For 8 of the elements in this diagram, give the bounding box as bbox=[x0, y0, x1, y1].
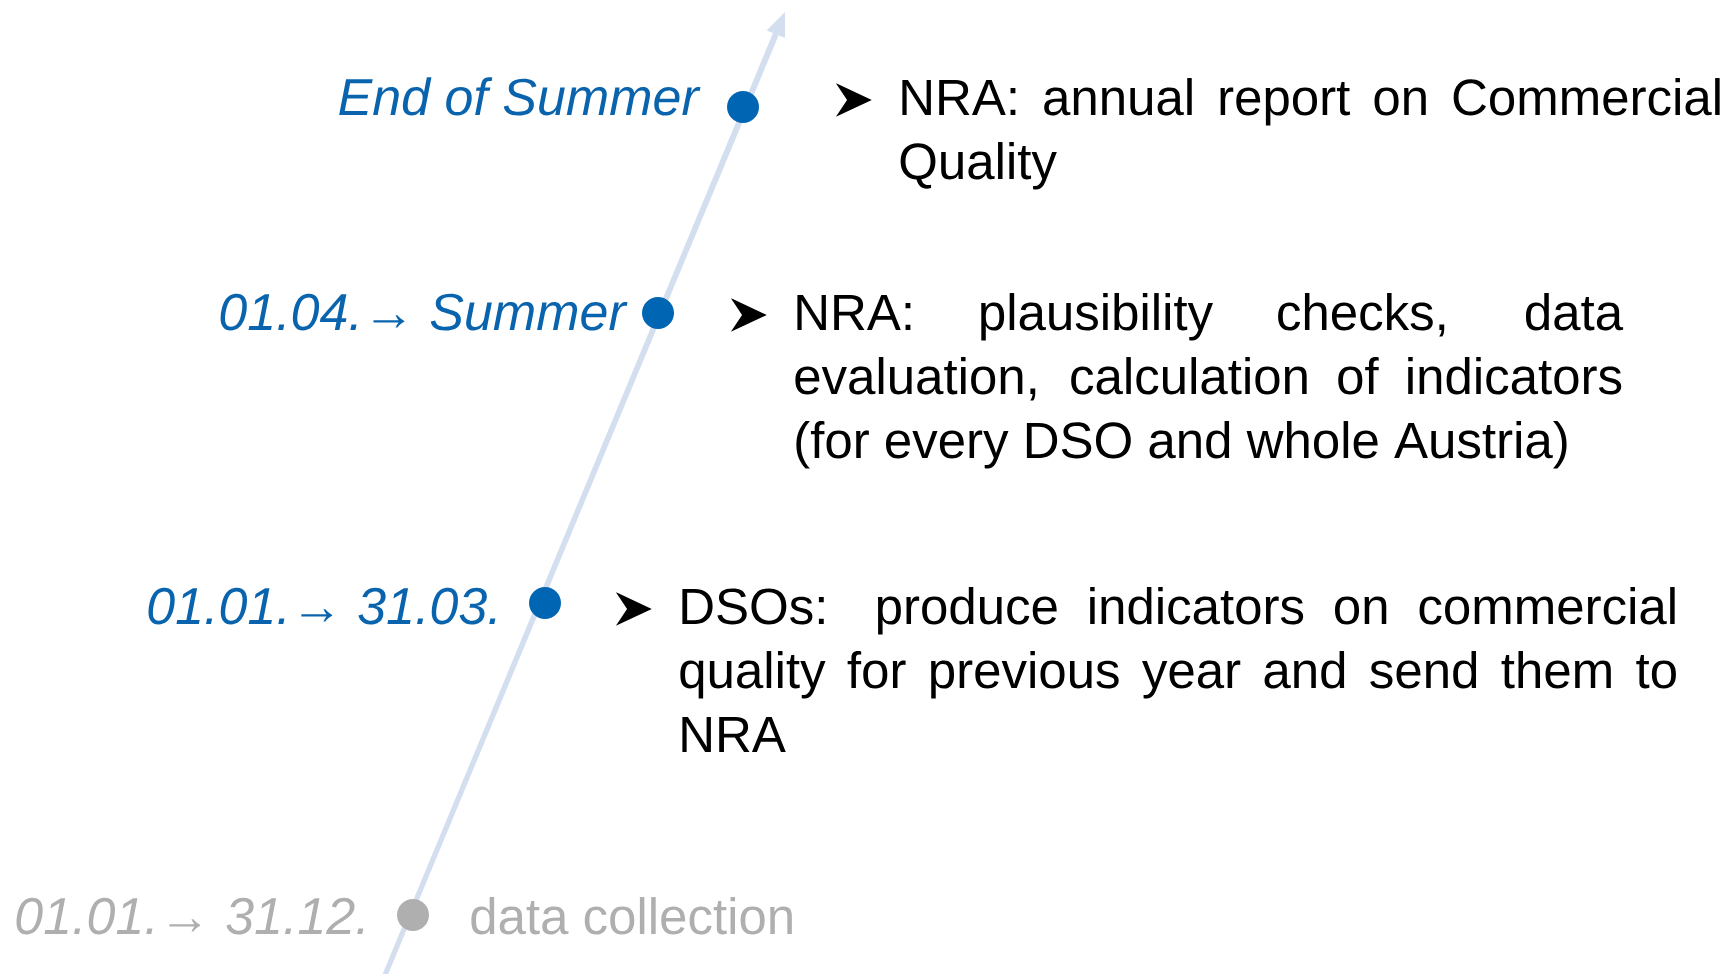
event-description: NRA: plausibility checks, data evaluation, calculation of indicators (for every DSO and whole Austria) bbox=[795, 293, 1624, 469]
event-description: NRA: annual report on Commercial Quality bbox=[900, 78, 1720, 190]
event-description: DSOs: produce indicators on commercial quality for previous year and send them to NRA bbox=[680, 587, 1676, 752]
date-label: 01.01.→ 31.12. bbox=[16, 897, 364, 935]
event-description: data collection bbox=[471, 897, 792, 935]
date-label: End of Summer bbox=[339, 77, 701, 116]
date-label: 01.04.→ Summer bbox=[220, 293, 628, 331]
date-label: 01.01.→ 31.03. bbox=[148, 587, 496, 625]
